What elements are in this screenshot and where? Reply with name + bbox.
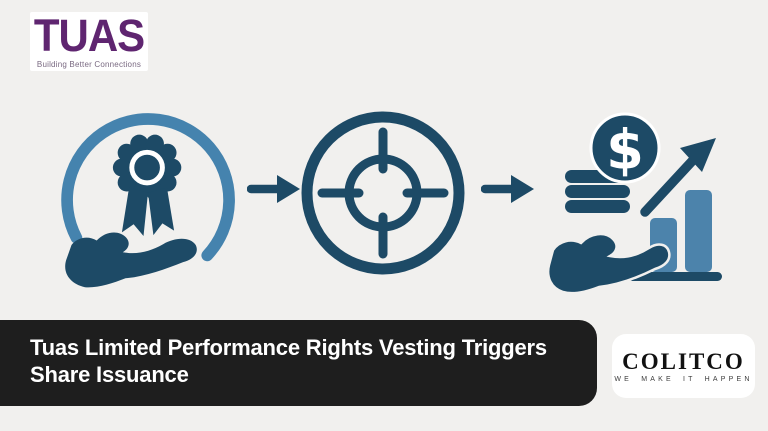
money-growth-icon: $ bbox=[546, 112, 722, 295]
medal-rosette bbox=[112, 134, 182, 236]
open-hand bbox=[65, 232, 197, 288]
chart-baseline bbox=[628, 272, 722, 281]
tuas-logo: TUAS Building Better Connections bbox=[30, 12, 148, 71]
dollar-symbol: $ bbox=[606, 119, 644, 182]
headline-line-2: Share Issuance bbox=[30, 362, 189, 387]
headline-banner: Tuas Limited Performance Rights Vesting … bbox=[0, 320, 597, 406]
colitco-tagline: WE MAKE IT HAPPEN bbox=[614, 375, 753, 383]
arrow-right-icon bbox=[247, 175, 300, 203]
target-icon bbox=[301, 111, 465, 275]
colitco-logo: COLITCO WE MAKE IT HAPPEN bbox=[612, 334, 755, 398]
award-hand-icon bbox=[61, 113, 235, 288]
dollar-coin bbox=[589, 112, 661, 184]
circle-arc bbox=[61, 113, 235, 262]
tuas-wordmark: TUAS bbox=[33, 9, 145, 61]
headline-line-1: Tuas Limited Performance Rights Vesting … bbox=[30, 335, 547, 360]
open-hand bbox=[546, 232, 671, 295]
medal-ring bbox=[129, 149, 165, 186]
crosshair-ticks bbox=[317, 127, 449, 259]
growth-arrow bbox=[640, 138, 716, 217]
colitco-wordmark: COLITCO bbox=[622, 348, 745, 374]
tuas-tagline: Building Better Connections bbox=[36, 59, 142, 69]
arrow-right-icon bbox=[481, 175, 534, 203]
target-outer-ring bbox=[301, 111, 465, 275]
